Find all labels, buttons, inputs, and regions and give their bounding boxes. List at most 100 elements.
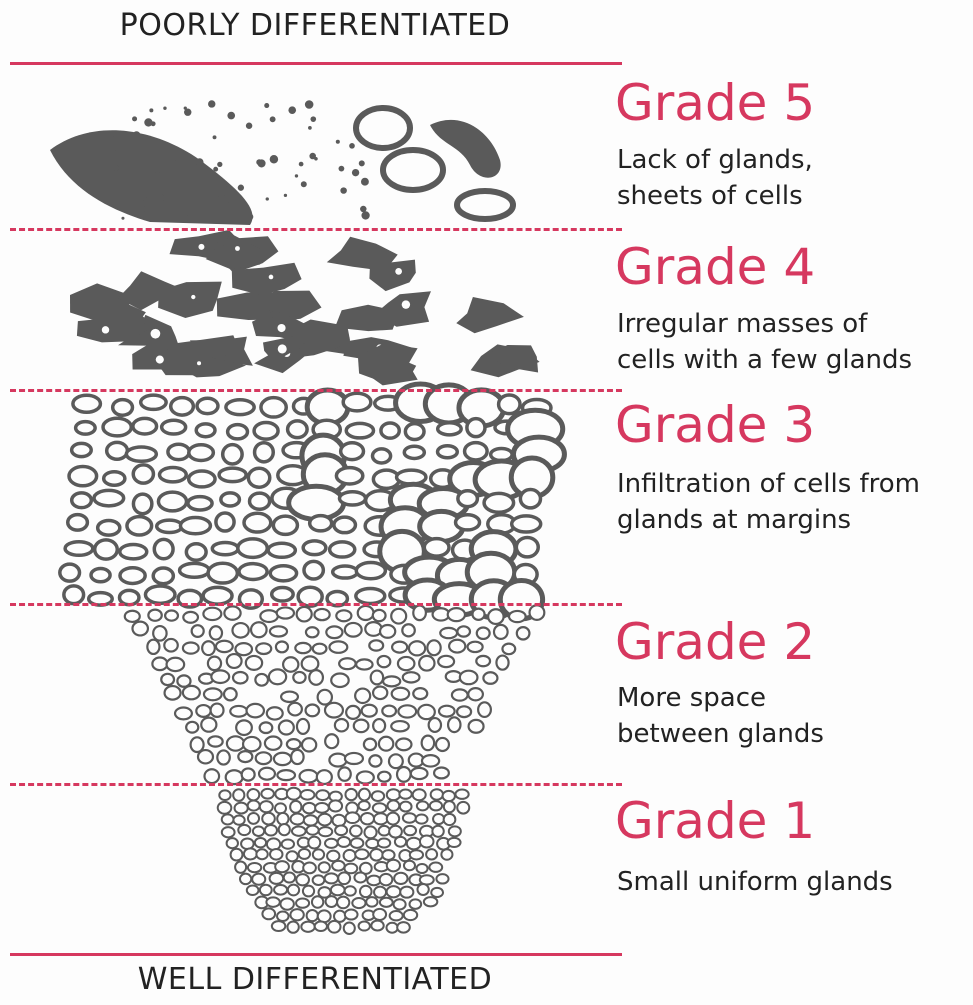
gland — [457, 706, 471, 717]
dispersed-cell — [310, 116, 316, 122]
gland — [398, 657, 414, 670]
gland — [345, 753, 363, 764]
gland — [238, 825, 250, 835]
dispersed-cell — [305, 100, 314, 109]
dispersed-cell — [184, 106, 187, 109]
gland — [328, 921, 340, 933]
gland — [224, 688, 237, 700]
gland — [356, 659, 372, 669]
gland — [180, 518, 210, 534]
dispersed-cell — [213, 167, 218, 172]
gland — [125, 611, 140, 622]
gland — [427, 640, 440, 655]
gland — [248, 801, 260, 811]
gland — [232, 623, 248, 638]
gland — [361, 813, 374, 824]
gland — [422, 755, 439, 766]
gland — [331, 885, 345, 896]
lumen — [102, 326, 109, 333]
gland — [387, 800, 399, 810]
dispersed-cell — [359, 160, 365, 166]
gland — [262, 908, 275, 919]
gland — [372, 791, 384, 801]
gland — [202, 641, 215, 655]
gland — [389, 754, 403, 768]
gland — [448, 717, 460, 732]
gland — [438, 656, 454, 667]
gland — [274, 753, 291, 765]
gland — [315, 922, 327, 932]
gland — [404, 910, 417, 920]
gland — [308, 837, 320, 849]
gland — [211, 670, 229, 683]
gland — [291, 750, 303, 764]
gland — [438, 423, 461, 435]
lumen — [235, 246, 240, 251]
gland — [314, 609, 329, 620]
gland — [303, 541, 326, 555]
gland — [374, 813, 388, 824]
gland — [488, 609, 503, 624]
gland — [373, 719, 385, 732]
gland — [402, 624, 415, 636]
gland — [372, 449, 390, 463]
gland — [444, 814, 456, 825]
gland — [467, 419, 485, 437]
grade-2-1-separator — [10, 783, 622, 786]
gland — [307, 910, 318, 921]
gland — [188, 497, 212, 510]
gland — [301, 922, 314, 932]
gland — [432, 826, 443, 837]
gland — [288, 421, 307, 438]
gland — [255, 674, 268, 686]
gland — [235, 803, 248, 814]
gland — [231, 849, 243, 861]
dispersed-cell — [196, 158, 204, 166]
gland — [410, 899, 422, 908]
gland — [287, 788, 301, 800]
dispersed-cell — [308, 126, 312, 130]
grade-2-tissue — [125, 605, 545, 784]
gland — [279, 824, 290, 835]
gland — [448, 608, 465, 621]
gland — [391, 721, 409, 731]
gland — [422, 736, 434, 751]
grade-5-description: Lack of glands, sheets of cells — [617, 142, 973, 214]
gland — [358, 606, 374, 620]
gland — [354, 873, 366, 883]
gland — [356, 563, 385, 579]
gland — [168, 444, 189, 459]
gland — [346, 812, 360, 823]
gland — [68, 515, 88, 530]
gland — [326, 896, 338, 907]
gland — [120, 545, 147, 559]
gland — [336, 468, 362, 484]
grade-2-description: More space between glands — [617, 680, 973, 752]
grade-3-desc-line1: Infiltration of cells from — [617, 466, 973, 502]
gland — [378, 838, 390, 847]
gland — [465, 443, 488, 460]
gland — [162, 420, 186, 434]
lumen — [278, 344, 287, 353]
dispersed-cell — [238, 185, 244, 191]
lumen — [395, 268, 402, 275]
grade-4-desc-line1: Irregular masses of — [617, 306, 973, 342]
grade-1-tissue — [218, 788, 470, 934]
gland — [217, 750, 229, 764]
gland — [158, 492, 186, 511]
gland — [211, 704, 224, 717]
dispersed-cell — [121, 217, 124, 220]
gland — [277, 813, 288, 825]
gland — [398, 705, 416, 717]
gland — [350, 826, 362, 837]
dispersed-cell — [295, 174, 298, 177]
gland — [277, 911, 289, 921]
gland — [204, 769, 219, 783]
gland — [275, 803, 286, 813]
grade-5-desc-line1: Lack of glands, — [617, 142, 973, 178]
gland — [333, 566, 358, 578]
dispersed-cell — [361, 178, 369, 186]
gland — [468, 642, 483, 652]
dispersed-cell — [151, 121, 156, 126]
grade-5-tissue — [50, 100, 513, 225]
